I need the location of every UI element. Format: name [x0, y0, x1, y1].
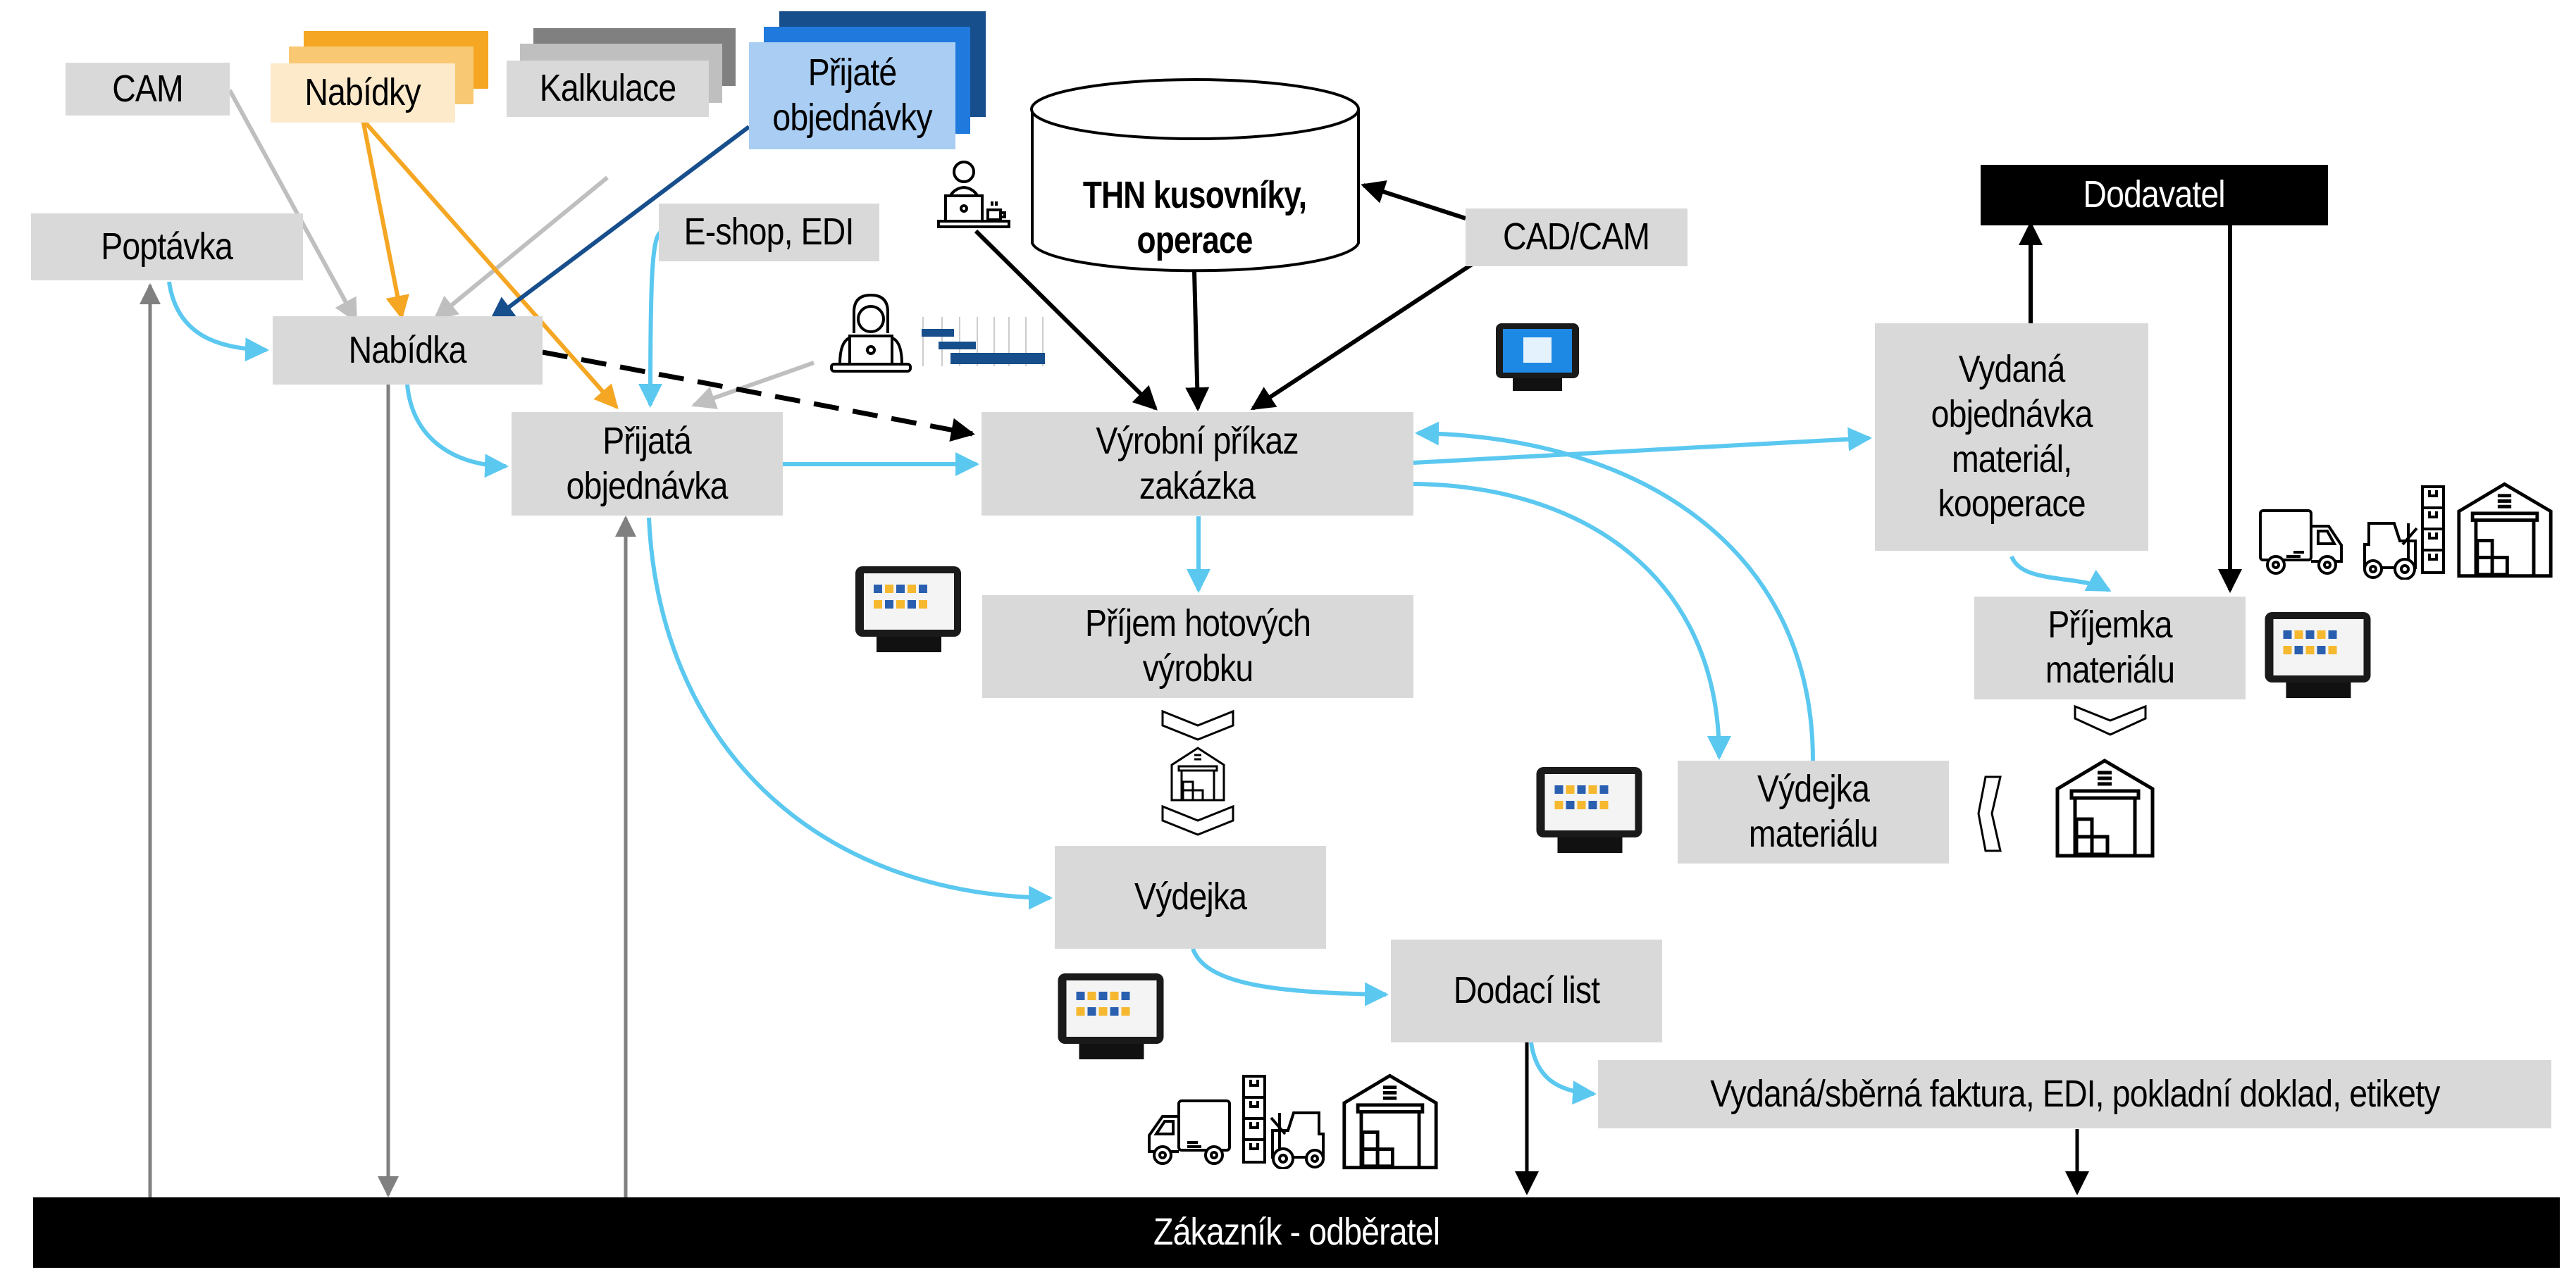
arrow-dodaci-to-faktura — [1529, 1042, 1597, 1105]
vydejka-box[interactable]: Výdejka — [1055, 846, 1326, 949]
truck-icon — [2259, 509, 2343, 575]
vydejka-label: Výdejka — [1134, 875, 1247, 918]
forklift-icon — [2363, 485, 2445, 580]
faktura-box[interactable]: Vydaná/sběrná faktura, EDI, pokladní dok… — [1598, 1060, 2551, 1128]
vydejka-materialu-label: Výdejka materiálu — [1748, 768, 1878, 855]
zakaznik-label: Zákazník - odběratel — [1153, 1211, 1440, 1254]
gantt-chart-icon — [922, 317, 1045, 366]
warehouse-icon — [2457, 482, 2553, 578]
chevron-down-icon — [2074, 704, 2147, 736]
chevron-left-icon — [1977, 775, 2002, 852]
arrow-cadcam-to-vyrobni — [1250, 241, 1506, 411]
prijata-objednavka-box[interactable]: Přijatá objednávka — [512, 412, 783, 516]
thn-label: THN kusovníky, operace — [1083, 174, 1307, 261]
arrow-vyrobni-to-vydejka-mat — [1413, 482, 1731, 760]
forklift-icon — [1242, 1075, 1325, 1169]
arrow-prijata-to-vydejka — [647, 517, 1053, 910]
nabidka-label: Nabídka — [349, 328, 467, 371]
arrow-person-to-vyrobni — [974, 229, 1158, 411]
nabidky-label: Nabídky — [304, 71, 421, 114]
eshop-edi-box[interactable]: E-shop, EDI — [659, 204, 879, 261]
warehouse-icon — [2055, 759, 2155, 858]
faktura-label: Vydaná/sběrná faktura, EDI, pokladní dok… — [1709, 1072, 2440, 1115]
tablet-terminal-icon — [1496, 323, 1579, 391]
arrow-cam-to-nabidka — [228, 89, 358, 323]
kalkulace-box[interactable]: Kalkulace — [507, 61, 709, 117]
tablet-terminal-icon — [2265, 612, 2371, 698]
warehouse-icon — [1342, 1073, 1438, 1170]
arrow-nabidky-to-prijata — [361, 118, 619, 409]
zakaznik-bar[interactable]: Zákazník - odběratel — [33, 1197, 2560, 1268]
arrow-eshop-to-prijata — [638, 230, 663, 408]
dodaci-list-box[interactable]: Dodací list — [1391, 940, 1662, 1042]
kalkulace-label: Kalkulace — [539, 67, 676, 110]
prijate-objednavky-label: Přijaté objednávky — [772, 51, 932, 139]
arrow-vydejka-to-dodaci — [1191, 947, 1389, 1006]
truck-icon — [1148, 1099, 1231, 1165]
prijem-hotovych-box[interactable]: Příjem hotových výrobku — [982, 595, 1413, 698]
thn-database-label-box[interactable]: THN kusovníky, operace — [1036, 162, 1354, 275]
vyrobni-prikaz-box[interactable]: Výrobní příkaz zakázka — [982, 412, 1413, 516]
person-planner-icon — [830, 293, 912, 373]
prijemka-materialu-label: Příjemka materiálu — [2045, 604, 2175, 691]
arrow-vyrobni-to-vydana — [1413, 427, 1872, 465]
eshop-edi-label: E-shop, EDI — [684, 211, 855, 254]
prijem-hotovych-label: Příjem hotových výrobku — [1084, 602, 1311, 690]
cam-label: CAM — [112, 67, 183, 110]
tablet-terminal-icon — [855, 566, 961, 652]
vydana-objednavka-box[interactable]: Vydaná objednávka materiál, kooperace — [1875, 323, 2148, 551]
cam-box[interactable]: CAM — [66, 63, 230, 116]
arrow-prijate-to-nabidka — [488, 125, 750, 323]
cad-cam-label: CAD/CAM — [1503, 216, 1650, 258]
prijemka-materialu-box[interactable]: Příjemka materiálu — [1974, 597, 2246, 699]
chevron-down-icon — [1161, 709, 1234, 741]
vyrobni-prikaz-label: Výrobní příkaz zakázka — [1096, 419, 1299, 507]
nabidka-box[interactable]: Nabídka — [273, 316, 543, 385]
vydana-objednavka-label: Vydaná objednávka materiál, kooperace — [1931, 348, 2093, 525]
dodaci-list-label: Dodací list — [1453, 969, 1600, 1012]
arrow-kalkulace-to-nabidka — [433, 175, 609, 320]
thn-database-cylinder — [1030, 78, 1360, 273]
prijata-objednavka-label: Přijatá objednávka — [566, 419, 729, 507]
tablet-terminal-icon — [1058, 973, 1164, 1059]
arrow-nabidka-dashed-to-vyrobni — [542, 349, 975, 442]
person-laptop-icon — [937, 161, 1010, 228]
dodavatel-box[interactable]: Dodavatel — [1981, 165, 2328, 225]
poptavka-box[interactable]: Poptávka — [31, 213, 303, 280]
poptavka-label: Poptávka — [101, 225, 234, 268]
arrow-thn-to-vyrobni — [1185, 270, 1210, 411]
tablet-terminal-icon — [1536, 767, 1642, 853]
arrow-vydejka-mat-to-vyrobni — [1415, 421, 1815, 761]
arrow-vydana-to-prijemka — [2010, 555, 2112, 592]
arrow-person-to-prijata — [691, 361, 815, 410]
cad-cam-box[interactable]: CAD/CAM — [1466, 208, 1688, 266]
nabidky-box[interactable]: Nabídky — [271, 63, 455, 123]
prijate-objednavky-box[interactable]: Přijaté objednávky — [749, 42, 955, 149]
arrow-poptavka-to-nabidka — [167, 281, 269, 362]
arrow-nabidka-to-prijata — [405, 384, 509, 478]
warehouse-icon — [1170, 747, 1225, 802]
vydejka-materialu-box[interactable]: Výdejka materiálu — [1678, 761, 1949, 864]
dodavatel-label: Dodavatel — [2083, 173, 2226, 216]
arrow-cadcam-to-thn — [1361, 180, 1466, 220]
arrow-nabidky-to-nabidka — [361, 119, 409, 320]
chevron-down-icon — [1161, 804, 1234, 836]
